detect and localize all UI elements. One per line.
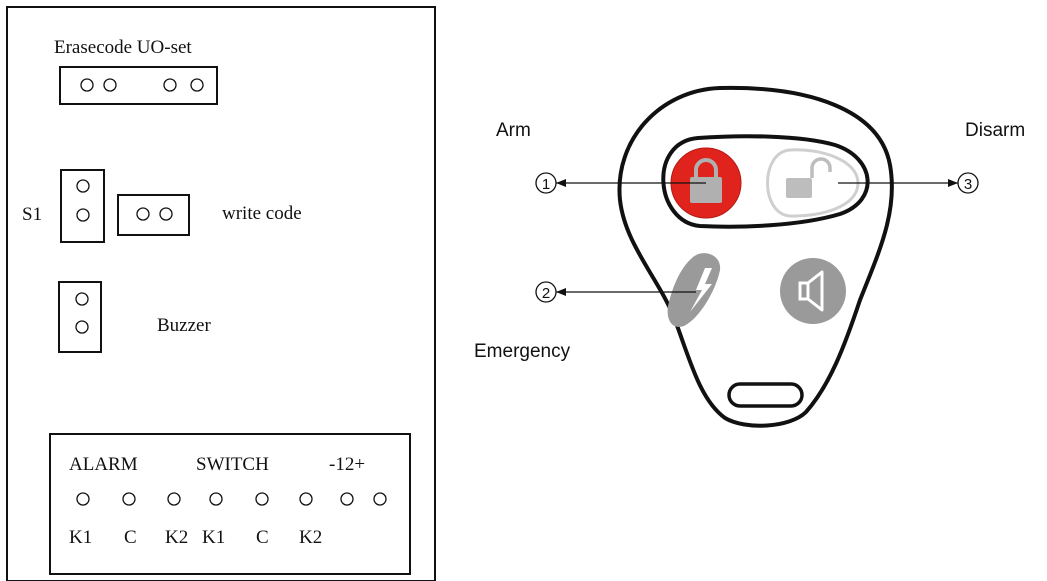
callout-badge-3 <box>957 172 979 194</box>
terminal-pin-label: K1 <box>202 527 225 548</box>
jumper-pin <box>190 78 204 92</box>
siren-button[interactable] <box>780 258 846 324</box>
emergency-label: Emergency <box>474 341 571 362</box>
terminal-pin <box>255 492 269 506</box>
callout-number: 2 <box>542 285 550 302</box>
terminal-pins <box>76 492 387 506</box>
erasecode-label: Erasecode UO-set <box>54 37 192 58</box>
jumper-pin <box>136 207 150 221</box>
control-board: Erasecode UO-set S1 write code B <box>6 6 436 581</box>
terminal-pin-label: K2 <box>299 527 322 548</box>
terminal-group-alarm: ALARM <box>69 454 138 475</box>
lightning-icon <box>690 268 712 312</box>
terminal-pin-label: C <box>256 527 269 548</box>
terminal-pin-label: K1 <box>69 527 92 548</box>
s1-jumper <box>60 169 105 243</box>
keyring-slot <box>727 382 804 408</box>
callouts: Arm 1 2 Emergency Disarm 3 <box>474 120 1025 362</box>
jumper-pin <box>75 320 89 334</box>
write-code-jumper <box>117 194 190 236</box>
callout-badge-2 <box>535 281 557 303</box>
terminal-pin <box>76 492 90 506</box>
callout-badge-1 <box>535 172 557 194</box>
jumper-pin <box>159 207 173 221</box>
callout-number: 3 <box>964 176 972 193</box>
terminal-pin-label: C <box>124 527 137 548</box>
buzzer-label: Buzzer <box>157 315 211 336</box>
lock-open-icon <box>786 157 832 198</box>
terminal-block: ALARM SWITCH -12+ K1 C K2 K1 C K2 <box>49 433 411 575</box>
arrowhead <box>556 288 566 296</box>
jumper-pin <box>103 78 117 92</box>
remote-fob <box>617 85 894 428</box>
disarm-button[interactable] <box>766 148 860 218</box>
speaker-icon <box>798 270 824 312</box>
jumper-pin <box>75 292 89 306</box>
s1-label: S1 <box>22 204 42 225</box>
jumper-pin <box>76 208 90 222</box>
terminal-pin <box>122 492 136 506</box>
jumper-pin <box>80 78 94 92</box>
jumper-pin <box>163 78 177 92</box>
terminal-pin-label: K2 <box>165 527 188 548</box>
terminal-pin <box>167 492 181 506</box>
disarm-label: Disarm <box>965 120 1025 141</box>
jumper-pin <box>76 179 90 193</box>
terminal-pin <box>209 492 223 506</box>
terminal-pin <box>373 492 387 506</box>
arrowhead <box>556 179 566 187</box>
terminal-outline <box>49 433 411 575</box>
terminal-group-switch: SWITCH <box>196 454 269 475</box>
arm-label: Arm <box>496 120 531 141</box>
terminal-pin <box>340 492 354 506</box>
emergency-button[interactable] <box>667 253 721 327</box>
terminal-pin <box>299 492 313 506</box>
buzzer-jumper <box>58 281 102 353</box>
write-code-label: write code <box>222 203 302 224</box>
erasecode-jumper <box>59 66 218 105</box>
arrowhead <box>948 179 958 187</box>
board-outline <box>6 6 436 581</box>
callout-number: 1 <box>542 176 550 193</box>
terminal-group-power: -12+ <box>329 454 365 475</box>
